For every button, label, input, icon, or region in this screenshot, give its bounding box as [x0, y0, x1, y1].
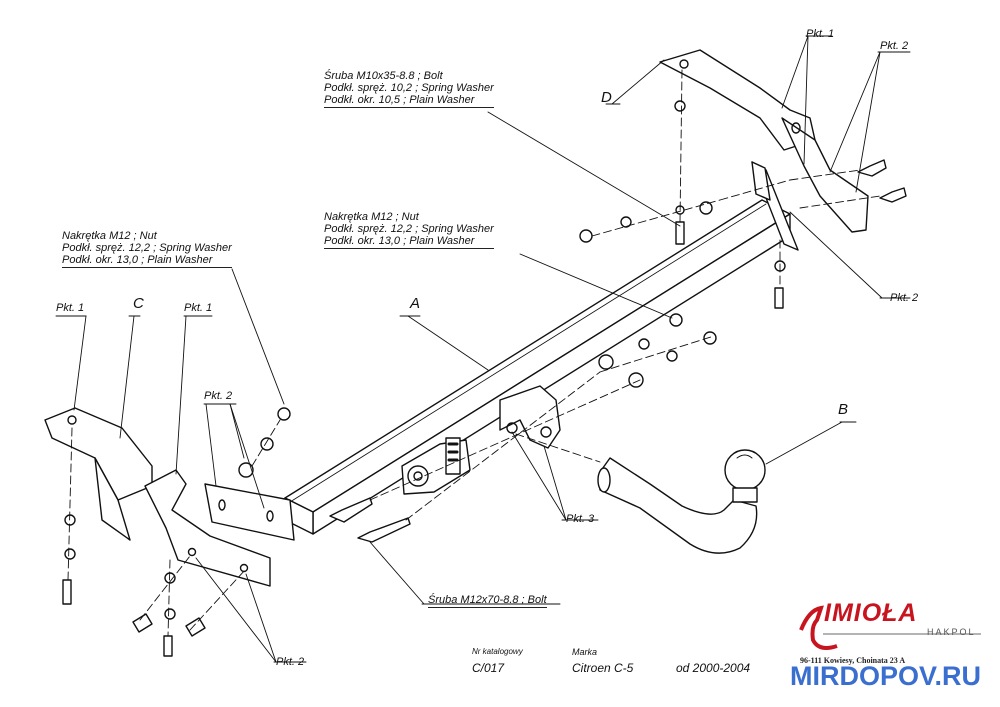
- hardware-mid-line3: Podkł. okr. 13,0 ; Plain Washer: [324, 235, 494, 249]
- hardware-mid-line2: Podkł. spręż. 12,2 ; Spring Washer: [324, 223, 494, 235]
- hardware-callout-bottom: Śruba M12x70-8.8 ; Bolt: [428, 594, 547, 608]
- logo-address: 96-111 Kowiesy, Choinata 23 A: [800, 656, 906, 665]
- bolts: [62, 159, 907, 657]
- imiola-logo-icon: [799, 605, 981, 650]
- catalog-value: C/017: [472, 661, 505, 675]
- hardware-callout-left: Nakrętka M12 ; Nut Podkł. spręż. 12,2 ; …: [62, 230, 232, 268]
- pkt1-label-left: Pkt. 1: [56, 302, 85, 314]
- ball-hitch-b: [597, 449, 766, 554]
- hardware-mid-line1: Nakrętka M12 ; Nut: [324, 211, 419, 223]
- brand-value: Citroen C-5: [572, 661, 634, 675]
- pkt1-label-center-left: Pkt. 1: [184, 302, 213, 314]
- hardware-left-line3: Podkł. okr. 13,0 ; Plain Washer: [62, 254, 232, 268]
- logo-sub: HAKPOL: [927, 627, 976, 637]
- catalog-header: Nr katalogowy: [472, 647, 523, 656]
- crossbar-right-plate: [751, 161, 799, 251]
- hardware-left-line1: Nakrętka M12 ; Nut: [62, 230, 157, 242]
- ball-mount-ear: [499, 385, 561, 449]
- bracket-c-lower-plate: [144, 469, 271, 587]
- pkt3-label: Pkt. 3: [566, 513, 595, 525]
- crossbar-a: [284, 199, 791, 535]
- brand-header: Marka: [572, 647, 598, 657]
- hardware-left-line2: Podkł. spręż. 12,2 ; Spring Washer: [62, 242, 232, 254]
- bracket-d: [659, 49, 869, 233]
- hardware-callout-mid: Nakrętka M12 ; Nut Podkł. spręż. 12,2 ; …: [324, 211, 494, 249]
- pkt2-label-left-upper: Pkt. 2: [204, 390, 233, 402]
- pkt2-label-left-lower: Pkt. 2: [276, 656, 305, 668]
- years-value: od 2000-2004: [676, 661, 751, 675]
- assembly-lines: [67, 69, 881, 637]
- hardware-top-line3: Podkł. okr. 10,5 ; Plain Washer: [324, 94, 494, 108]
- hardware-top-line1: Śruba M10x35-8.8 ; Bolt: [324, 70, 443, 82]
- part-label-d: D: [601, 89, 612, 106]
- crossbar-left-plate: [204, 483, 295, 541]
- logo-name: IMIOŁA: [824, 599, 918, 627]
- watermark: MIRDOPOV.RU: [790, 661, 982, 691]
- part-label-b: B: [838, 401, 849, 418]
- pkt2-label-right-upper: Pkt. 2: [880, 40, 909, 52]
- bracket-c: [44, 407, 153, 541]
- hardware-top-line2: Podkł. spręż. 10,2 ; Spring Washer: [324, 82, 494, 94]
- leader-lines: [55, 35, 911, 663]
- pkt1-label-right: Pkt. 1: [806, 28, 835, 40]
- part-label-a: A: [410, 295, 421, 312]
- part-label-c: C: [133, 295, 144, 312]
- hardware-callout-top: Śruba M10x35-8.8 ; Bolt Podkł. spręż. 10…: [324, 70, 494, 108]
- pkt2-label-right-lower: Pkt. 2: [890, 292, 919, 304]
